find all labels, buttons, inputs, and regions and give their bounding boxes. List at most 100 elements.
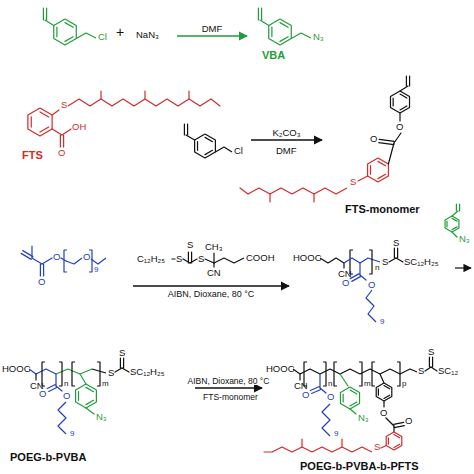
- atom-label: 9: [334, 430, 338, 438]
- plus-sign: +: [116, 25, 124, 39]
- reagent-label: FTS-monomer: [203, 393, 258, 402]
- bond-line: [400, 106, 407, 110]
- bond-line: [65, 23, 73, 28]
- atom-label: S: [61, 100, 67, 110]
- bond-line: [394, 422, 404, 424]
- reaction-condition: K₂CO₃: [271, 128, 301, 138]
- bond-line: [312, 389, 321, 393]
- atom-label: N₃: [96, 412, 107, 422]
- bond-line: [31, 117, 32, 127]
- bond-line: [380, 374, 384, 383]
- atom-label: S: [350, 177, 356, 187]
- bond-line: [35, 374, 36, 380]
- bond-line: [40, 127, 49, 132]
- atom-label: S: [428, 347, 434, 357]
- reaction-condition: DMF: [201, 24, 224, 34]
- bond-line: [399, 113, 400, 121]
- atom-label: O: [83, 252, 90, 262]
- bond-line: [120, 358, 121, 368]
- atom-label: 9: [94, 266, 98, 274]
- reaction-condition: AIBN, Dioxane, 80 °C: [187, 377, 271, 386]
- bond-line: [369, 250, 372, 274]
- bond-line: [86, 400, 93, 404]
- bond-line: [68, 99, 211, 106]
- compound-name: VBA: [262, 50, 285, 61]
- atom-label: 9: [70, 430, 74, 438]
- bond-line: [184, 124, 185, 135]
- compound-name: POEG-b-PVBA-b-PFTS: [300, 461, 419, 472]
- atom-label: p: [402, 380, 406, 388]
- compound-region: HOOCCNnmpSSSC₁₂OO9N₃OOSPOEG-b-PVBA-b-PFT…: [265, 352, 474, 474]
- bond-line: [54, 19, 77, 45]
- bond-line: [205, 259, 214, 263]
- bond-line: [72, 362, 75, 386]
- bond-line: [100, 91, 101, 99]
- atom-label: HOOC: [293, 253, 322, 263]
- bond-line: [52, 110, 59, 115]
- atom-label: m: [102, 380, 109, 388]
- atom-label: NaN₃: [136, 30, 159, 40]
- bond-line: [272, 447, 372, 452]
- bond-line: [213, 253, 214, 263]
- bond-line: [432, 357, 433, 367]
- bond-line: [359, 362, 362, 386]
- bond-line: [350, 390, 357, 394]
- bond-line: [340, 374, 348, 386]
- bond-line: [431, 367, 437, 371]
- bond-line: [186, 135, 195, 140]
- bond-line: [400, 86, 408, 91]
- atom-label: S: [198, 254, 204, 264]
- bond-line: [47, 385, 55, 389]
- atom-label: n: [375, 264, 379, 272]
- bond-line: [205, 137, 212, 141]
- bond-line: [261, 8, 262, 20]
- bond-line: [280, 37, 288, 42]
- bond-line: [197, 142, 198, 151]
- bond-line: [248, 188, 347, 194]
- atom-label: O: [370, 134, 377, 144]
- bond-line: [323, 362, 326, 386]
- atom-label: S: [374, 442, 380, 452]
- atom-label: S: [393, 238, 399, 248]
- bond-line: [384, 395, 390, 398]
- bond-line: [397, 248, 398, 258]
- bond-line: [43, 264, 44, 276]
- bond-line: [52, 129, 62, 135]
- bond-line: [378, 174, 385, 178]
- bond-line: [214, 258, 244, 263]
- bond-line: [350, 402, 357, 406]
- atom-label: N₃: [358, 413, 369, 423]
- atom-label: OH: [72, 122, 86, 132]
- bond-line: [459, 204, 460, 211]
- atom-label: S: [418, 366, 424, 376]
- bond-line: [366, 290, 376, 322]
- compound-region: SOHOFTS: [10, 92, 180, 164]
- bond-line: [400, 94, 407, 98]
- reaction-arrow: [133, 285, 289, 286]
- bond-line: [394, 248, 395, 258]
- bond-line: [352, 276, 361, 281]
- bond-line: [383, 401, 384, 407]
- bond-line: [386, 432, 402, 450]
- bond-line: [368, 158, 389, 182]
- bond-line: [188, 91, 189, 99]
- compound-region: N₃VBA: [250, 0, 340, 66]
- bond-line: [269, 19, 292, 45]
- bond-line: [213, 263, 214, 267]
- continuation-arrow: [455, 267, 471, 268]
- atom-label: O: [53, 252, 60, 262]
- atom-label: O: [380, 408, 387, 418]
- bond-line: [144, 91, 145, 99]
- bond-line: [59, 362, 62, 386]
- bond-line: [91, 258, 106, 264]
- bond-line: [456, 204, 457, 211]
- bond-line: [264, 451, 272, 452]
- compound-region: NaN₃: [134, 24, 174, 44]
- bond-line: [319, 374, 320, 388]
- bond-line: [378, 161, 385, 165]
- bond-line: [310, 387, 319, 391]
- bond-line: [358, 176, 368, 181]
- bond-line: [393, 98, 394, 106]
